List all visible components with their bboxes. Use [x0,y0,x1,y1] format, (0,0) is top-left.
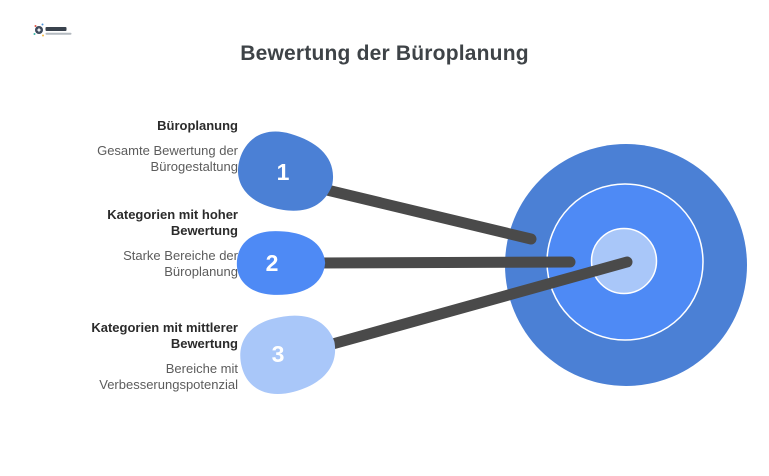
blob-number-1: 1 [277,159,290,185]
sparkle-logo-icon [33,23,44,37]
blob-number-3: 3 [272,341,285,367]
label-heading: Kategorien mit hoher Bewertung [107,207,238,238]
label-block-1: Büroplanung Gesamte Bewertung der Büroge… [60,118,238,175]
label-body: Starke Bereiche der Büroplanung [123,248,238,279]
blob-1 [238,131,334,211]
logo-tagline [45,32,72,35]
brand-logo[interactable] [33,23,79,38]
label-block-2: Kategorien mit hoher Bewertung Starke Be… [60,207,238,280]
logo-wordmark [45,27,67,31]
connector-3 [323,256,633,351]
label-block-3: Kategorien mit mittlerer Bewertung Berei… [60,320,238,393]
blob-number-2: 2 [266,250,279,276]
label-body: Gesamte Bewertung der Bürogestaltung [97,143,238,174]
blob-3 [240,315,336,395]
label-heading: Büroplanung [157,118,238,133]
label-body: Bereiche mit Verbesserungspotenzial [99,361,238,392]
label-heading: Kategorien mit mittlerer Bewertung [91,320,238,351]
connector-1 [321,184,537,245]
blob-2 [236,231,326,295]
connector-2 [310,256,576,269]
page-title: Bewertung der Büroplanung [240,42,529,65]
